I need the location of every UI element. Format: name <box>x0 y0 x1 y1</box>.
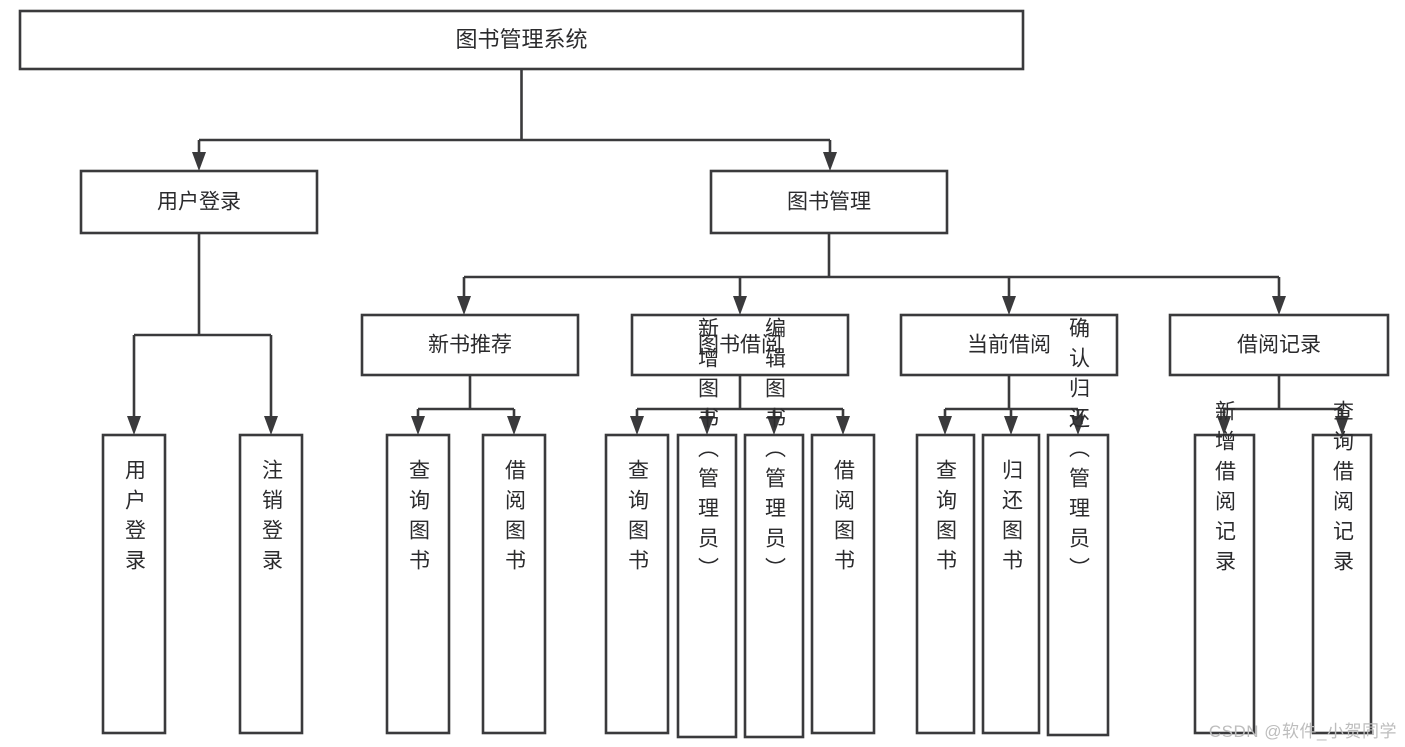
new-book-recommend-label: 新书推荐 <box>428 334 512 357</box>
borrow-record-label: 借阅记录 <box>1237 334 1321 357</box>
leaf-query-book-2-box[interactable] <box>604 433 670 735</box>
node-leaf-query-book-3[interactable]: 查询图书 <box>915 433 976 735</box>
book-borrow-box[interactable] <box>630 313 850 377</box>
current-borrow-label: 当前借阅 <box>967 334 1051 357</box>
leaf-add-record-box[interactable] <box>1193 433 1256 735</box>
arrow-ul-to-user-login-leaf <box>127 416 141 435</box>
node-current-borrow[interactable]: 当前借阅 <box>899 313 1119 377</box>
leaf-return-book-box[interactable] <box>981 433 1041 735</box>
leaf-query-book-3-label: 查询图书 <box>934 459 958 579</box>
leaf-query-book-3-box[interactable] <box>915 433 976 735</box>
arrow-bb-to-borrow-book <box>836 416 850 435</box>
node-new-book-recommend[interactable]: 新书推荐 <box>360 313 580 377</box>
leaf-borrow-book-2-label: 借阅图书 <box>832 459 856 579</box>
root-label: 图书管理系统 <box>455 27 587 52</box>
node-leaf-confirm-return[interactable]: 确认归还（管理员） <box>1046 317 1110 737</box>
node-leaf-edit-book[interactable]: 编辑图书（管理员） <box>743 317 805 739</box>
arrow-cb-to-query-book <box>938 416 952 435</box>
leaf-user-login-label: 用户登录 <box>123 459 147 579</box>
arrow-bb-to-edit-book <box>767 416 781 435</box>
leaf-query-book-2-label: 查询图书 <box>626 459 650 579</box>
node-borrow-record[interactable]: 借阅记录 <box>1168 313 1390 377</box>
leaf-confirm-return-box[interactable] <box>1046 433 1110 737</box>
arrow-root-to-user-login <box>192 152 206 171</box>
arrow-br-to-query-record <box>1335 416 1349 435</box>
root-box[interactable] <box>18 9 1025 71</box>
arrow-br-to-add-record <box>1217 416 1231 435</box>
leaf-add-record-label: 新增借阅记录 <box>1213 400 1237 580</box>
arrow-bm-to-new-book-recommend <box>457 296 471 315</box>
book-borrow-label: 图书借阅 <box>698 334 782 357</box>
user-login-label: 用户登录 <box>157 191 241 214</box>
arrow-bm-to-current-borrow <box>1002 296 1016 315</box>
arrow-rc-to-query-book <box>411 416 425 435</box>
node-leaf-add-book[interactable]: 新增图书（管理员） <box>676 317 738 739</box>
leaf-logout-box[interactable] <box>238 433 304 735</box>
arrow-bb-to-add-book <box>700 416 714 435</box>
leaf-add-book-box[interactable] <box>676 433 738 739</box>
arrow-bm-to-book-borrow <box>733 296 747 315</box>
node-leaf-borrow-book-1[interactable]: 借阅图书 <box>481 433 547 735</box>
leaf-query-record-box[interactable] <box>1311 433 1373 735</box>
leaf-logout-label: 注销登录 <box>260 459 284 579</box>
node-root[interactable]: 图书管理系统 <box>18 9 1025 71</box>
node-book-manage[interactable]: 图书管理 <box>709 169 949 235</box>
leaf-user-login-box[interactable] <box>101 433 167 735</box>
leaf-query-book-1-label: 查询图书 <box>407 459 431 579</box>
watermark: CSDN @软件_小贺同学 <box>1208 722 1397 741</box>
leaf-borrow-book-2-box[interactable] <box>810 433 876 735</box>
arrow-ul-to-logout-leaf <box>264 416 278 435</box>
book-manage-label: 图书管理 <box>787 191 871 214</box>
node-book-borrow[interactable]: 图书借阅 <box>630 313 850 377</box>
leaf-query-book-1-box[interactable] <box>385 433 451 735</box>
arrow-root-to-book-manage <box>823 152 837 171</box>
book-manage-box[interactable] <box>709 169 949 235</box>
connector-group <box>127 69 1349 435</box>
node-leaf-query-book-1[interactable]: 查询图书 <box>385 433 451 735</box>
node-leaf-logout[interactable]: 注销登录 <box>238 433 304 735</box>
node-user-login[interactable]: 用户登录 <box>79 169 319 235</box>
node-leaf-borrow-book-2[interactable]: 借阅图书 <box>810 433 876 735</box>
node-leaf-query-book-2[interactable]: 查询图书 <box>604 433 670 735</box>
arrow-cb-to-confirm-return <box>1071 416 1085 435</box>
arrow-cb-to-return-book <box>1004 416 1018 435</box>
new-book-recommend-box[interactable] <box>360 313 580 377</box>
leaf-query-record-label: 查询借阅记录 <box>1331 400 1355 580</box>
borrow-record-box[interactable] <box>1168 313 1390 377</box>
node-leaf-query-record[interactable]: 查询借阅记录 <box>1311 400 1373 735</box>
leaf-return-book-label: 归还图书 <box>1000 459 1024 579</box>
arrow-bb-to-query-book <box>630 416 644 435</box>
leaf-confirm-return-label: 确认归还（管理员） <box>1067 317 1091 587</box>
node-leaf-return-book[interactable]: 归还图书 <box>981 433 1041 735</box>
current-borrow-box[interactable] <box>899 313 1119 377</box>
leaf-edit-book-box[interactable] <box>743 433 805 739</box>
node-leaf-user-login[interactable]: 用户登录 <box>101 433 167 735</box>
arrow-rc-to-borrow-book <box>507 416 521 435</box>
leaf-borrow-book-1-box[interactable] <box>481 433 547 735</box>
user-login-box[interactable] <box>79 169 319 235</box>
leaf-edit-book-label: 编辑图书（管理员） <box>763 317 787 587</box>
leaf-borrow-book-1-label: 借阅图书 <box>503 459 527 579</box>
arrow-bm-to-borrow-record <box>1272 296 1286 315</box>
leaf-add-book-label: 新增图书（管理员） <box>696 317 720 587</box>
node-leaf-add-record[interactable]: 新增借阅记录 <box>1193 400 1256 735</box>
